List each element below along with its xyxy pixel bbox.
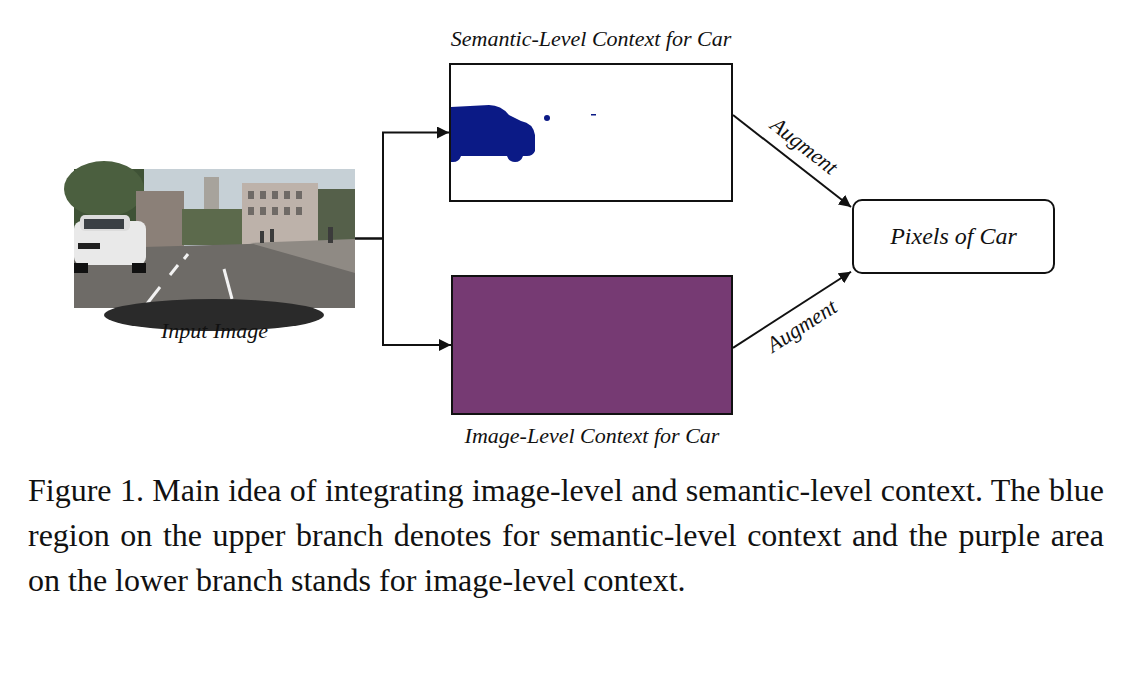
trees: [182, 209, 242, 245]
edge-label: Augment: [763, 294, 842, 357]
building: [242, 183, 318, 245]
street-photo: [64, 161, 355, 331]
sidewalk: [250, 239, 355, 273]
arrow-connector: [355, 239, 451, 346]
pedestrians: [260, 227, 333, 243]
figure-caption: Figure 1. Main idea of integrating image…: [28, 468, 1104, 603]
car-mask: [451, 105, 596, 162]
car-fragment: [544, 115, 550, 121]
tree-crown: [64, 161, 144, 217]
car-fragment: [591, 114, 596, 116]
white-car: [74, 215, 146, 273]
box-title: Input Image: [161, 318, 268, 343]
output-box: Pixels of Car: [852, 199, 1055, 274]
windows: [248, 191, 302, 215]
input-image: Input Image: [74, 169, 355, 308]
box-label: Pixels of Car: [890, 223, 1017, 251]
edge-label: Augment: [765, 112, 842, 179]
box-title: Semantic-Level Context for Car: [451, 26, 731, 51]
image-context-box: Image-Level Context for Car: [451, 275, 733, 415]
lane-marks: [146, 254, 232, 305]
semantic-context-box: Semantic-Level Context for Car: [449, 63, 733, 202]
car-silhouette: [451, 105, 535, 162]
arrow-connector: [355, 133, 449, 239]
box-title: Image-Level Context for Car: [465, 423, 720, 448]
trees: [318, 189, 355, 247]
